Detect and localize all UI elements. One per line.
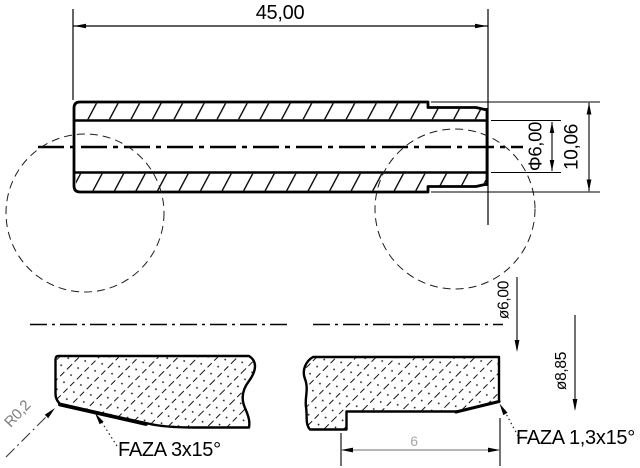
chamfer-right-edge (454, 399, 501, 414)
leader-arrowhead (499, 403, 508, 416)
dimension-step-dia: ø8,85 (553, 315, 578, 411)
dimension-bore-label: Φ6,00 (525, 122, 546, 171)
arrowhead-up (549, 122, 555, 133)
arrowhead-left (341, 447, 353, 453)
dimension-step-length-label: 6 (410, 433, 418, 449)
dimension-step-length: 6 (340, 418, 501, 466)
detail-left-section (54, 354, 257, 429)
arrowhead-right (488, 447, 500, 453)
radius-label: R0,2 (1, 397, 34, 431)
leader-line (5, 412, 51, 458)
dimension-outer-dia: 10,06 (431, 101, 600, 193)
dimension-detail-bore: ø6,00 (496, 277, 520, 352)
leader-arrowhead (44, 408, 55, 419)
top-section-view: 45,00 Φ6,00 10,06 (5, 2, 600, 293)
dimension-od-label: 10,06 (562, 124, 583, 170)
callout-chamfer-left: FAZA 3x15° (95, 413, 221, 461)
leader-line (503, 409, 519, 437)
arrowhead-down (514, 340, 520, 352)
dimension-length-45: 45,00 (72, 2, 489, 225)
leader-arrowhead (95, 413, 104, 425)
dimension-length-label: 45,00 (256, 2, 305, 24)
detail-right-section (302, 355, 501, 431)
bottom-wall-hatch (76, 173, 486, 191)
chamfer-left-label: FAZA 3x15° (118, 439, 221, 461)
arrowhead-down (549, 160, 555, 171)
dimension-step-dia-label: ø8,85 (553, 352, 570, 390)
dimension-bore-dia: Φ6,00 (491, 119, 561, 174)
chamfer-right-label: FAZA 1,3x15° (516, 427, 635, 449)
arrowhead-down (572, 399, 578, 411)
callout-radius: R0,2 (1, 397, 55, 458)
chamfer-left-edge (58, 402, 148, 426)
arrowhead-down (586, 179, 592, 191)
arrowhead-right (475, 23, 487, 29)
dimension-detail-bore-label: ø6,00 (496, 280, 513, 319)
detail-circle-right (374, 128, 536, 290)
top-wall-hatch (76, 103, 486, 120)
callout-chamfer-right: FAZA 1,3x15° (499, 403, 635, 449)
detail-circle-left (5, 133, 165, 293)
arrowhead-left (74, 23, 86, 29)
arrowhead-up (586, 103, 592, 115)
detail-views: ø6,00 ø8,85 6 FAZA 3x15° FAZA 1,3x1 (1, 277, 635, 466)
